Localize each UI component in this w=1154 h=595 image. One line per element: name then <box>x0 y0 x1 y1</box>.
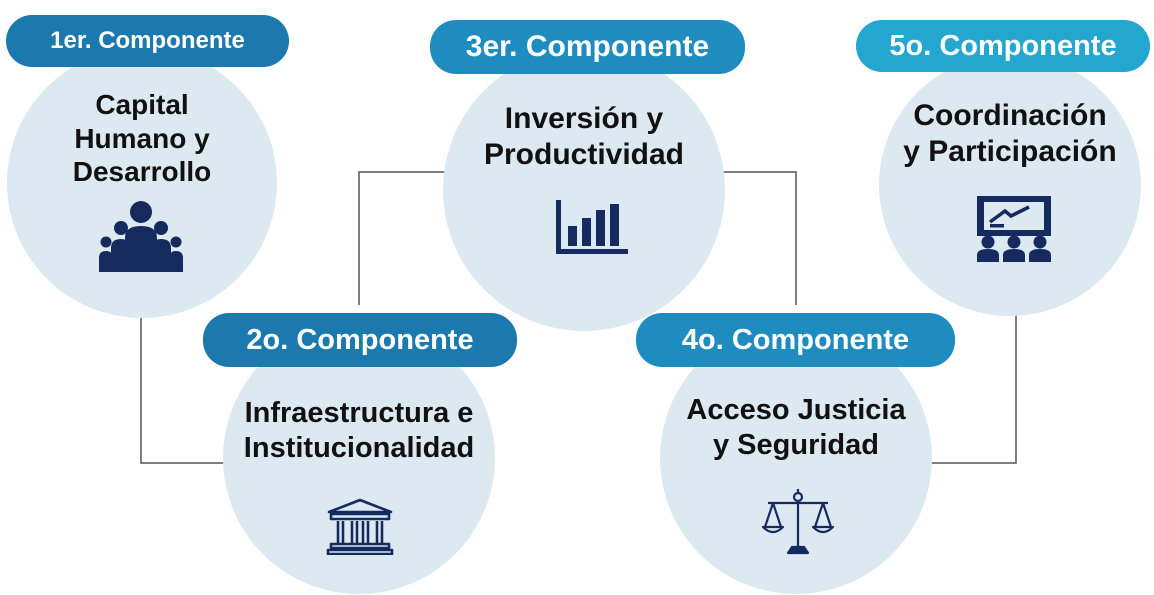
component-3-badge: 3er. Componente <box>430 20 745 74</box>
component-4-title: Acceso Justicia y Seguridad <box>662 393 930 463</box>
government-building-icon <box>326 498 394 555</box>
component-2-badge: 2o. Componente <box>203 313 517 367</box>
component-1-title: Capital Humano y Desarrollo <box>22 88 262 189</box>
title-line: Coordinación <box>913 99 1107 132</box>
bar-chart-icon <box>556 200 628 254</box>
component-3-title: Inversión y Productividad <box>450 101 718 173</box>
component-2-title: Infraestructura e Institucionalidad <box>225 396 493 466</box>
people-group-icon <box>99 201 183 272</box>
connector-1-2 <box>140 300 232 464</box>
title-line: Humano y <box>74 122 210 154</box>
title-line: Acceso Justicia <box>686 394 906 426</box>
justice-scale-icon <box>762 489 834 555</box>
title-line: Desarrollo <box>72 156 212 188</box>
title-line: y Seguridad <box>713 428 879 461</box>
title-line: y Participación <box>903 135 1117 168</box>
title-line: Institucionalidad <box>243 431 475 464</box>
title-line: Inversión y <box>504 102 664 135</box>
title-line: Capital <box>95 89 189 120</box>
title-line: Productividad <box>483 138 685 171</box>
component-5-circle <box>879 54 1141 316</box>
title-line: Infraestructura e <box>244 397 474 429</box>
component-5-title: Coordinación y Participación <box>884 98 1136 170</box>
component-4-badge: 4o. Componente <box>636 313 955 367</box>
component-1-badge: 1er. Componente <box>6 15 289 67</box>
component-5-badge: 5o. Componente <box>856 20 1150 72</box>
component-3-circle <box>443 49 725 331</box>
connector-2-3 <box>358 171 445 305</box>
presentation-audience-icon <box>977 196 1051 262</box>
component-1-circle <box>7 48 277 318</box>
connector-3-4 <box>722 171 797 305</box>
connector-4-5 <box>930 305 1017 464</box>
